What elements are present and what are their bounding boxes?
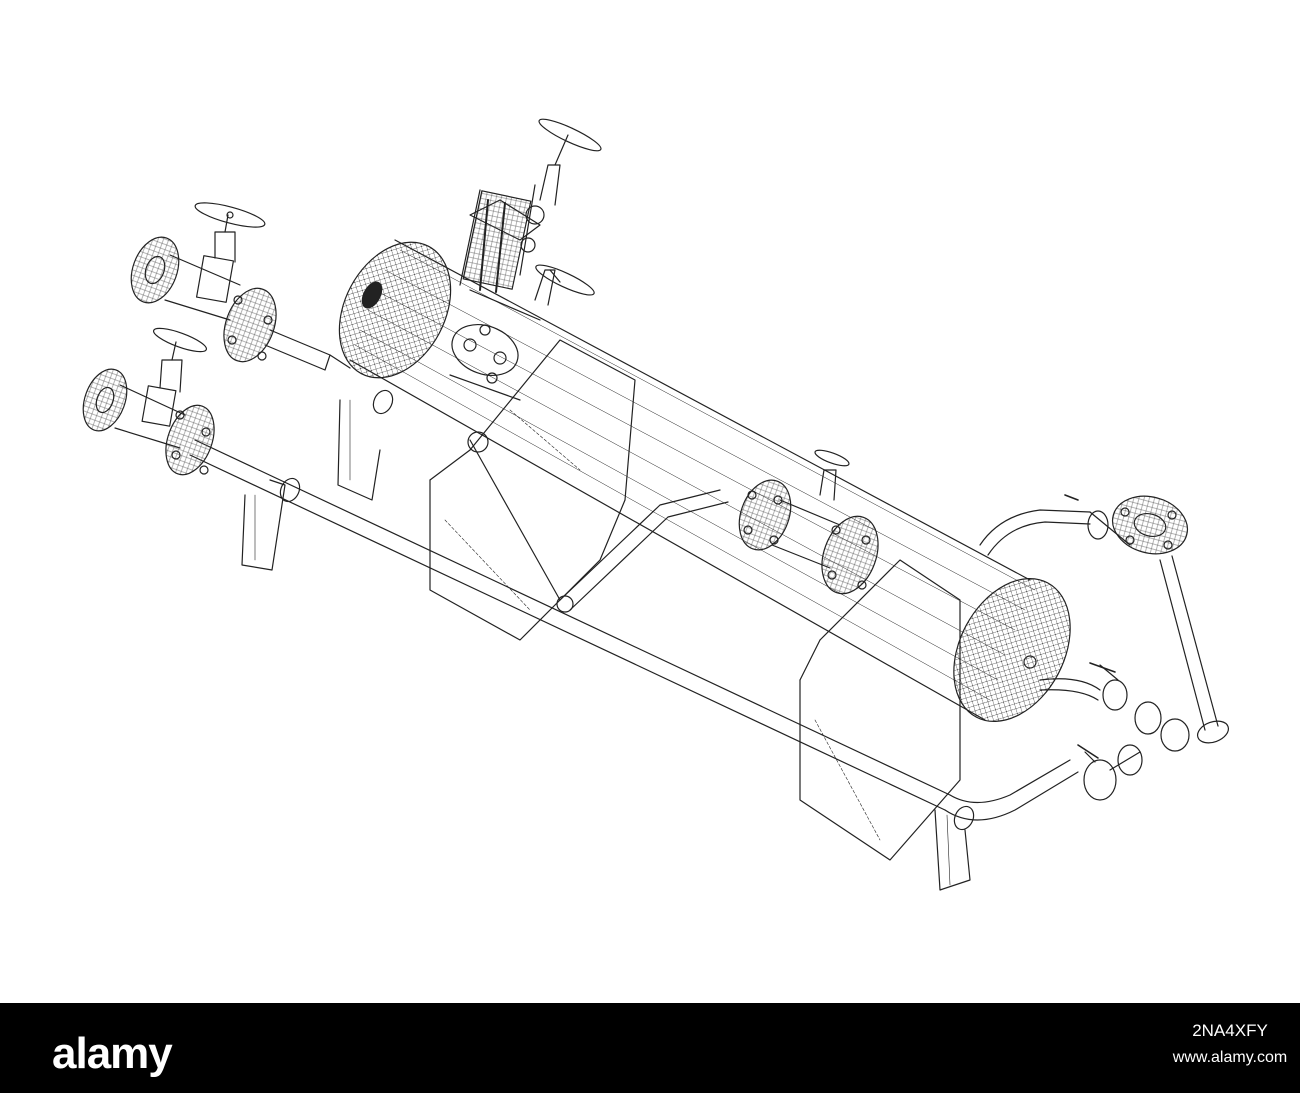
middle-nozzle (738, 449, 879, 595)
bottom-pipe (189, 389, 1079, 831)
vessel-wireframe-svg (82, 118, 1230, 891)
vessel-right-head (953, 577, 1071, 723)
level-gauge (449, 184, 541, 401)
gauge-valve-bottom (534, 264, 595, 306)
watermark-banner: alamy 2NA4XFY www.alamy.com (0, 1003, 1300, 1093)
drain-valves (1077, 662, 1190, 801)
saddle-right (799, 559, 961, 861)
alamy-logo: alamy (52, 1029, 173, 1078)
inlet-flange-lower (82, 368, 215, 476)
inlet-valve-lower (152, 327, 208, 393)
inlet-valve-upper (194, 202, 266, 263)
saddle-left (429, 339, 636, 641)
image-id-code: 2NA4XFY (1192, 1021, 1268, 1040)
vessel-left-head (338, 241, 452, 379)
support-legs (241, 399, 971, 891)
inner-pipe (467, 431, 729, 613)
image-id-block: 2NA4XFY www.alamy.com (1160, 1003, 1300, 1093)
right-pipe-loop (979, 509, 1230, 744)
inlet-flange-upper (130, 236, 351, 371)
wireframe-drawing (82, 118, 1230, 891)
site-url: www.alamy.com (1172, 1049, 1288, 1066)
vessel-shell (349, 239, 1036, 721)
right-flange-top (1064, 494, 1189, 555)
gauge-valve-top (520, 118, 602, 253)
